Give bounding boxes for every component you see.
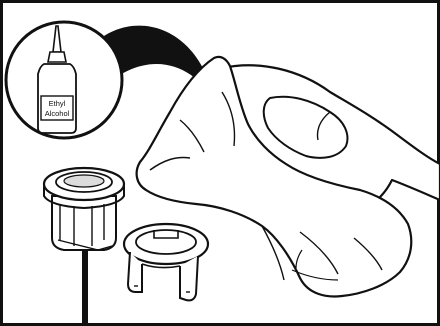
- bottle-label-line2: Alcohol: [45, 109, 70, 118]
- bottle-label-line1: Ethyl: [49, 99, 66, 108]
